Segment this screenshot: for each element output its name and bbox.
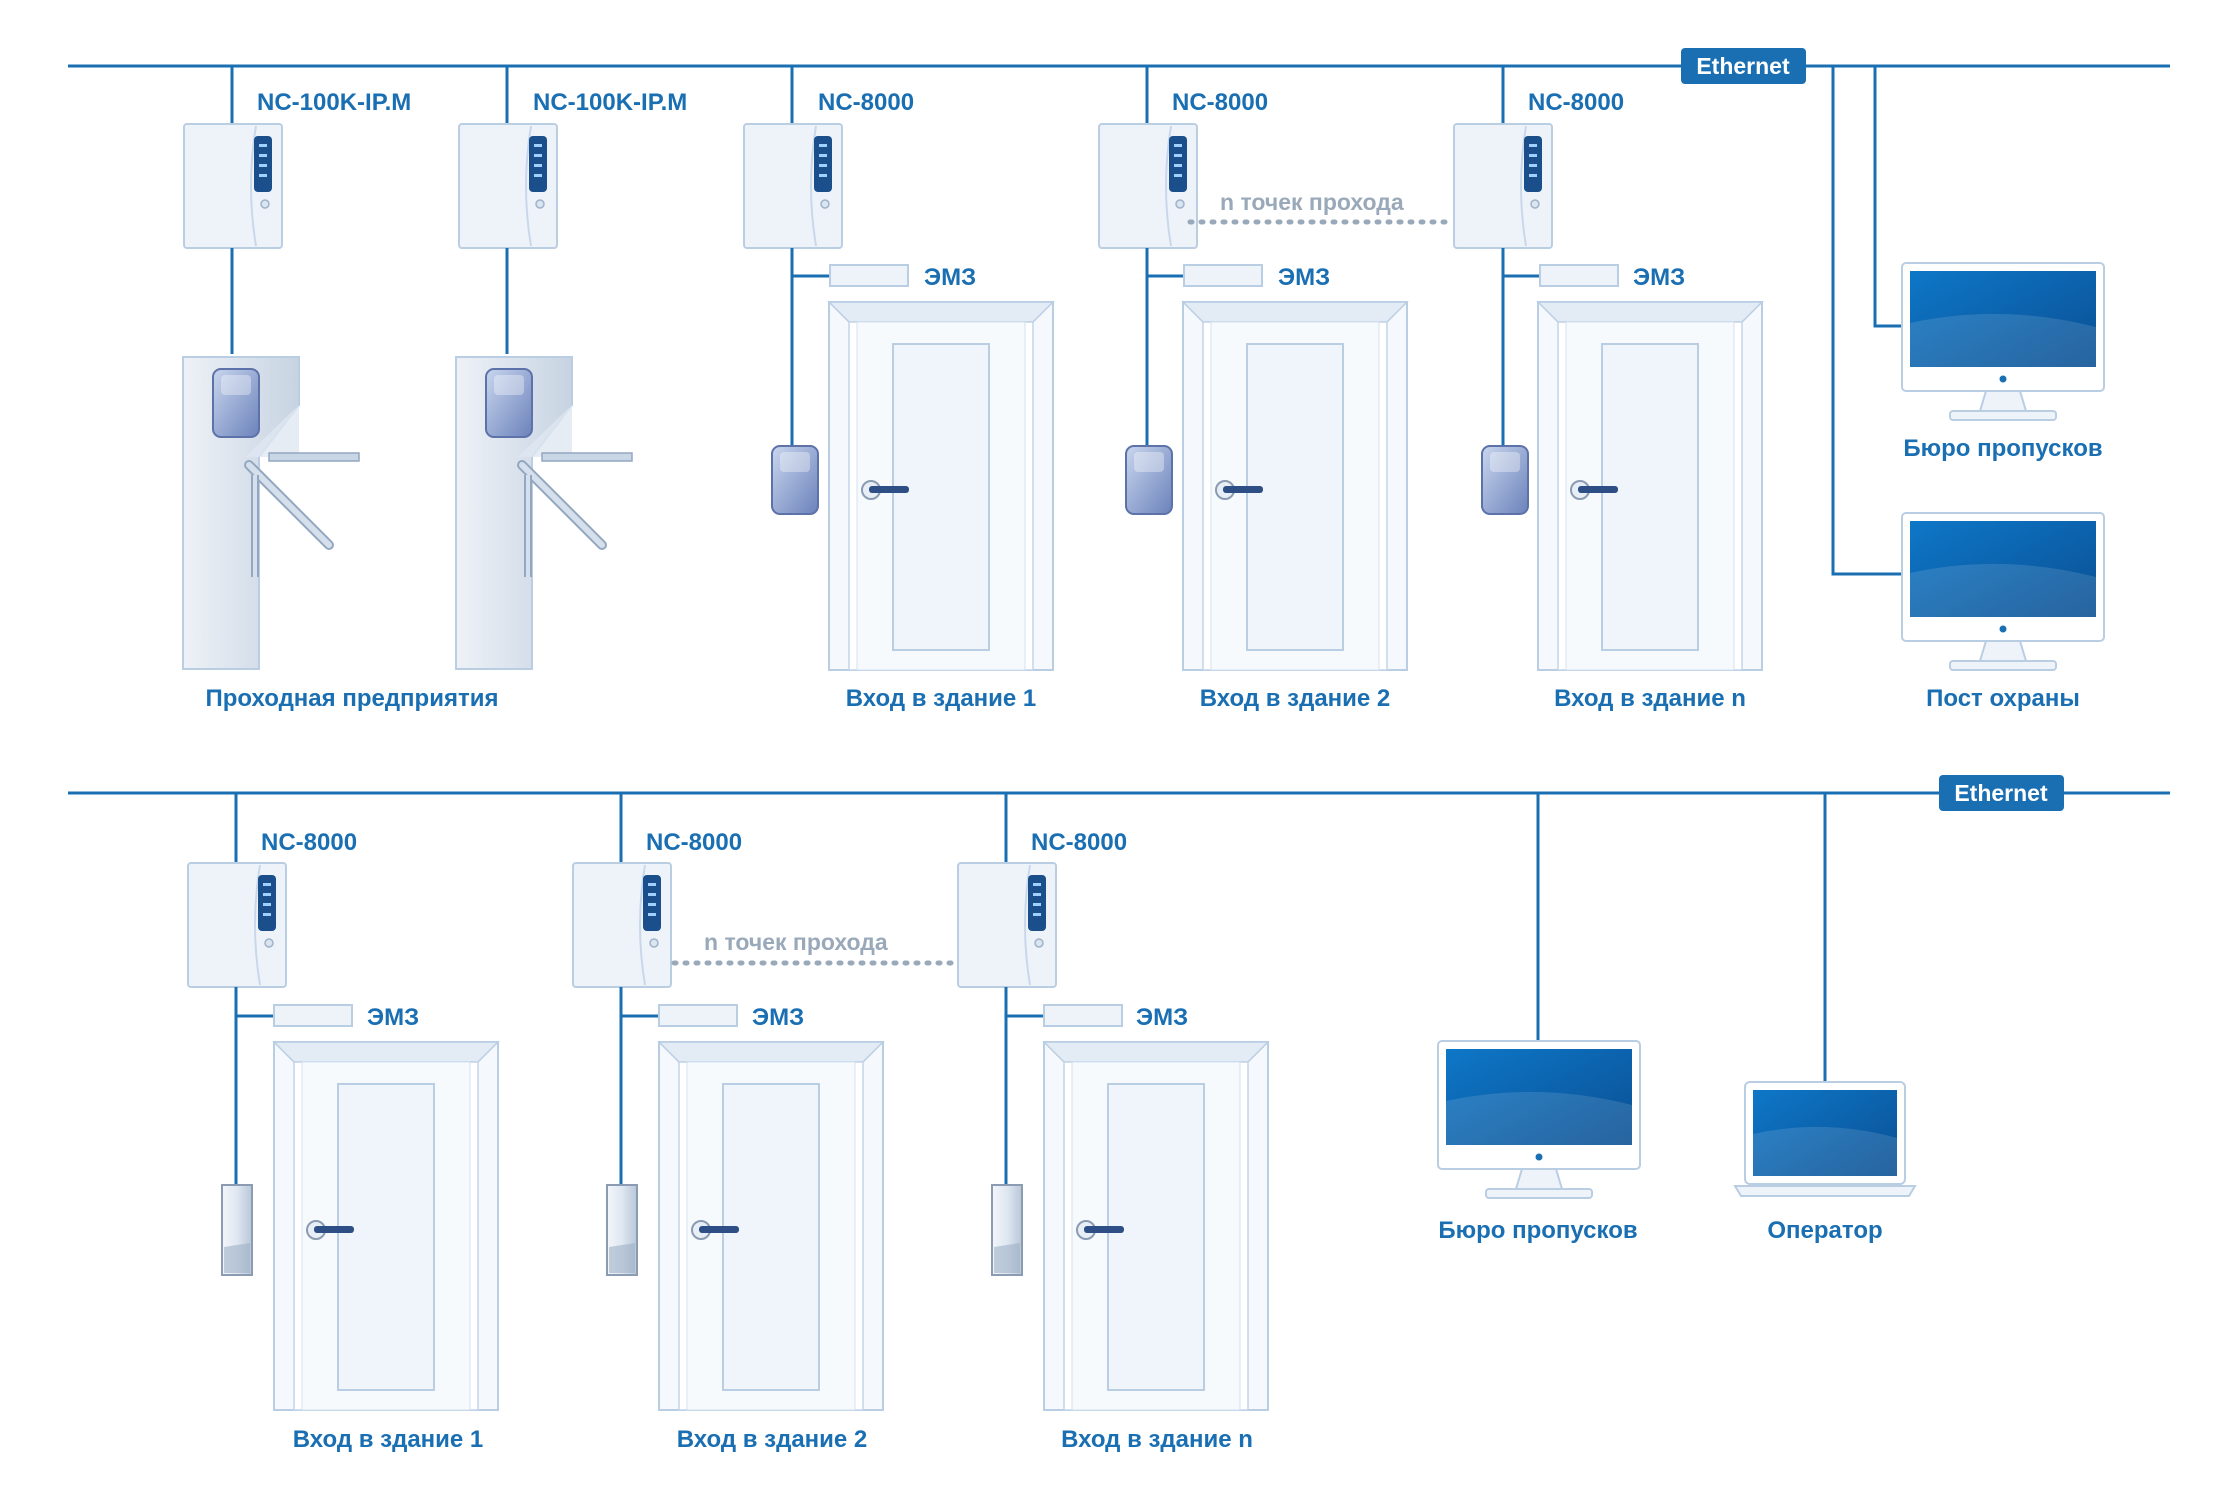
bottom-controller-label-2: NC-8000 [646, 829, 742, 856]
n-points-label-bottom: n точек прохода [704, 929, 888, 955]
emz-lock-2 [1183, 264, 1263, 287]
controller-label-2: NC-100K-IP.M [533, 89, 687, 116]
bottom-ethernet-label: Ethernet [1954, 780, 2048, 806]
caption-pass-office: Бюро пропусков [1903, 435, 2102, 462]
bottom-emz-lock-3 [1043, 1004, 1123, 1027]
emz-lock-1 [829, 264, 909, 287]
controller-label-1: NC-100K-IP.M [257, 89, 411, 116]
bottom-controller-3 [957, 862, 1057, 988]
bottom-card-reader-3 [991, 1184, 1023, 1276]
bottom-controller-label-3: NC-8000 [1031, 829, 1127, 856]
caption-building-2: Вход в здание 2 [1200, 685, 1391, 712]
monitor-pass-office [1901, 262, 2105, 421]
controller-label-4: NC-8000 [1172, 89, 1268, 116]
top-ethernet-badge: Ethernet [1681, 48, 1806, 84]
turnstile-1 [183, 357, 359, 669]
emz-label-3: ЭМЗ [1633, 264, 1685, 291]
bottom-door-n [1043, 1041, 1269, 1411]
controller-1 [183, 123, 283, 249]
turnstile-2 [456, 357, 632, 669]
card-reader-2 [1125, 445, 1173, 515]
bottom-card-reader-2 [606, 1184, 638, 1276]
bottom-monitor-pass-office [1437, 1040, 1641, 1199]
caption-security-post: Пост охраны [1926, 685, 2080, 712]
controller-5 [1453, 123, 1553, 249]
bottom-caption-building-2: Вход в здание 2 [677, 1426, 868, 1453]
card-reader-1 [771, 445, 819, 515]
bottom-controller-1 [187, 862, 287, 988]
monitor-security-post [1901, 512, 2105, 671]
bottom-network: Ethernet NC-8000 NC-8000 NC-8000 n точек… [68, 775, 2170, 1453]
n-points-label-top: n точек прохода [1220, 189, 1404, 215]
caption-operator: Оператор [1767, 1217, 1882, 1244]
caption-checkpoint: Проходная предприятия [206, 685, 499, 712]
bottom-controller-label-1: NC-8000 [261, 829, 357, 856]
controller-label-5: NC-8000 [1528, 89, 1624, 116]
door-2 [1182, 301, 1408, 671]
controller-2 [458, 123, 558, 249]
bottom-emz-lock-2 [658, 1004, 738, 1027]
bottom-emz-label-3: ЭМЗ [1136, 1004, 1188, 1031]
top-network: Ethernet NC-100K-IP.M NC-100K-IP.M NC-80… [68, 48, 2170, 712]
bottom-emz-lock-1 [273, 1004, 353, 1027]
bottom-door-2 [658, 1041, 884, 1411]
bottom-emz-label-2: ЭМЗ [752, 1004, 804, 1031]
bottom-card-reader-1 [221, 1184, 253, 1276]
bottom-emz-label-1: ЭМЗ [367, 1004, 419, 1031]
controller-3 [743, 123, 843, 249]
card-reader-3 [1481, 445, 1529, 515]
caption-bottom-pass-office: Бюро пропусков [1438, 1217, 1637, 1244]
caption-building-n: Вход в здание n [1554, 685, 1746, 712]
controller-4 [1098, 123, 1198, 249]
bottom-door-1 [273, 1041, 499, 1411]
emz-lock-3 [1539, 264, 1619, 287]
caption-building-1: Вход в здание 1 [846, 685, 1037, 712]
door-1 [828, 301, 1054, 671]
laptop-operator [1734, 1081, 1916, 1197]
bottom-caption-building-1: Вход в здание 1 [293, 1426, 484, 1453]
controller-label-3: NC-8000 [818, 89, 914, 116]
emz-label-1: ЭМЗ [924, 264, 976, 291]
top-ethernet-label: Ethernet [1696, 53, 1790, 79]
door-n [1537, 301, 1763, 671]
bottom-controller-2 [572, 862, 672, 988]
emz-label-2: ЭМЗ [1278, 264, 1330, 291]
bottom-ethernet-badge: Ethernet [1939, 775, 2064, 811]
bottom-caption-building-n: Вход в здание n [1061, 1426, 1253, 1453]
